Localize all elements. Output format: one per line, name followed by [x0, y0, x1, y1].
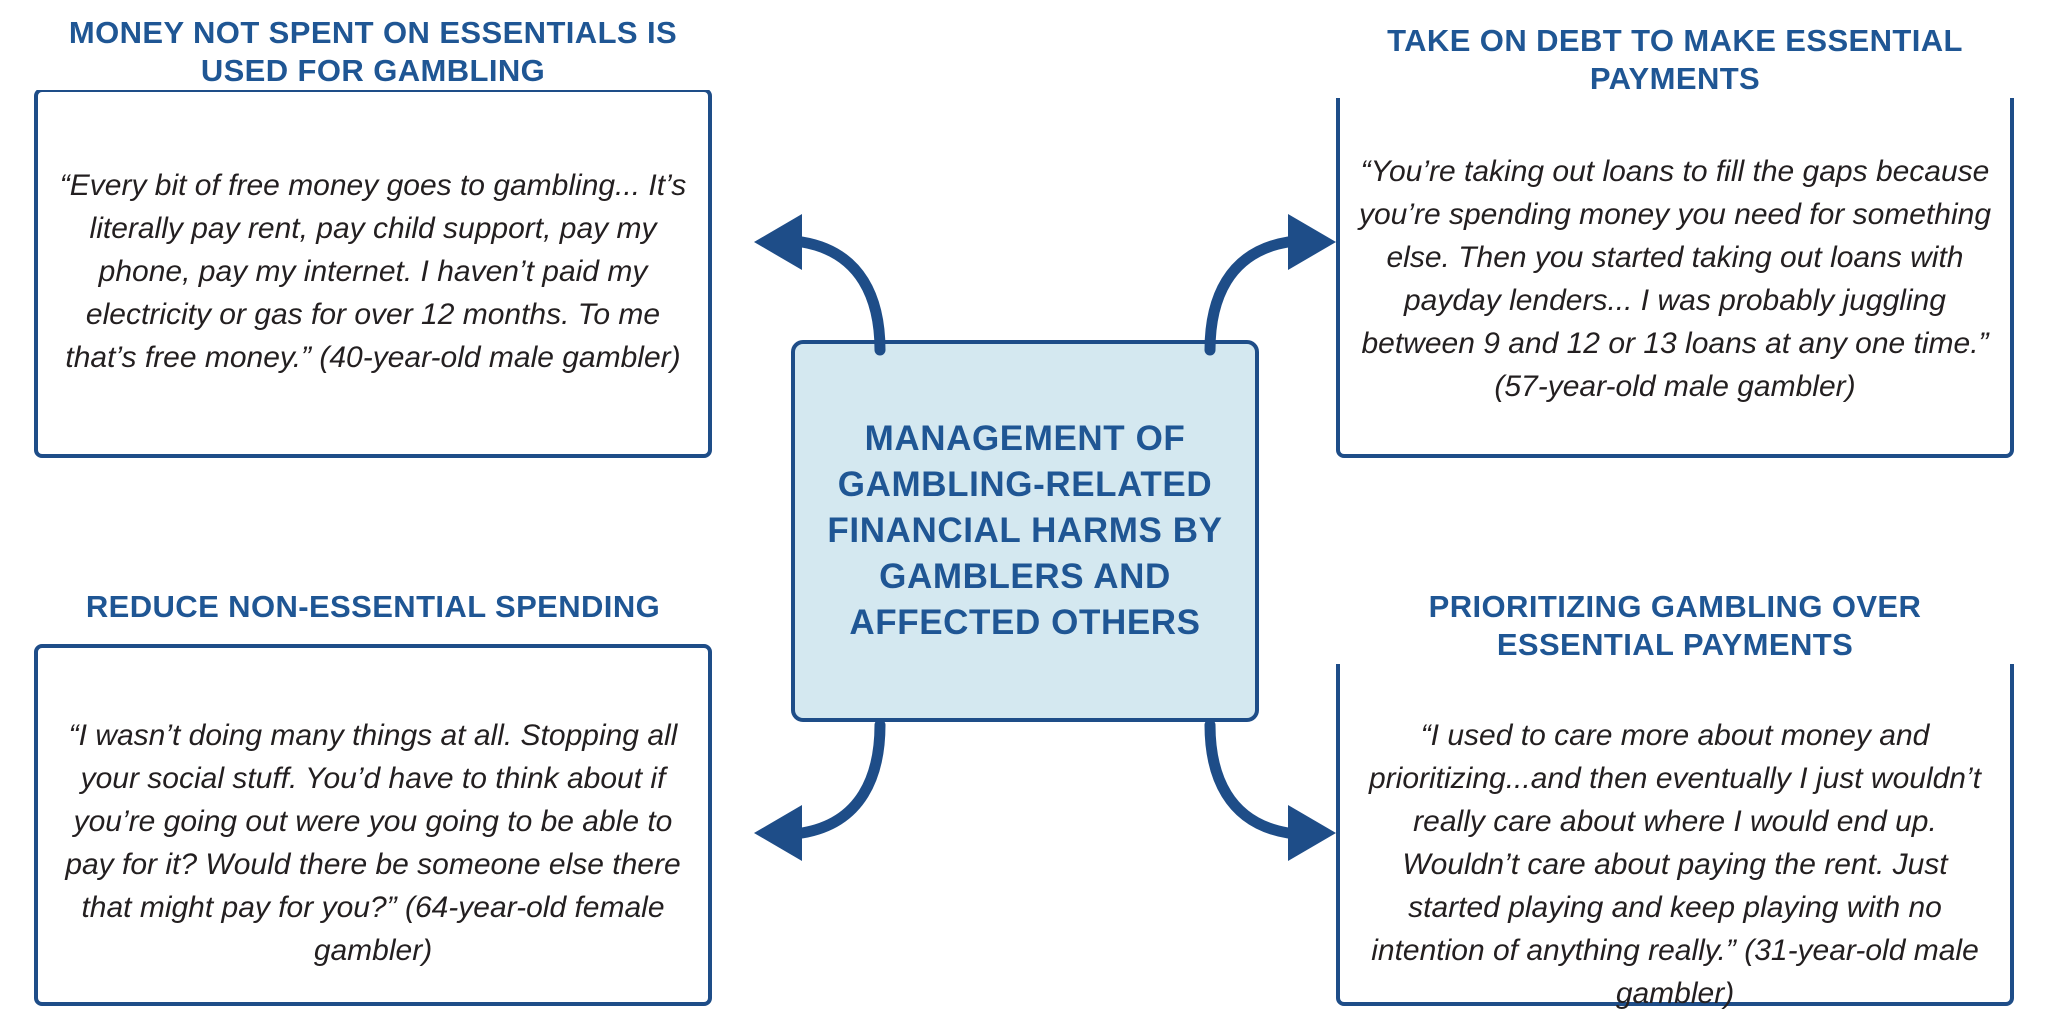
concept-box-bottom-left: REDUCE NON-ESSENTIAL SPENDING “I wasn’t …: [34, 588, 712, 1006]
concept-box-bottom-right: PRIORITIZING GAMBLING OVER ESSENTIAL PAY…: [1336, 588, 2014, 1010]
box-frame: [34, 88, 712, 458]
box-title-top-right: TAKE ON DEBT TO MAKE ESSENTIAL PAYMENTS: [1336, 22, 2014, 98]
box-quote-top-left: “Every bit of free money goes to gamblin…: [59, 169, 687, 374]
box-quote-top-right: “You’re taking out loans to fill the gap…: [1358, 155, 1992, 403]
center-box-label: MANAGEMENT OF GAMBLING-RELATED FINANCIAL…: [827, 419, 1223, 642]
box-frame: [34, 644, 712, 1006]
box-title-bottom-left: REDUCE NON-ESSENTIAL SPENDING: [34, 588, 712, 626]
curved-arrow-icon-bottom-right: [1204, 719, 1336, 861]
concept-box-top-left: MONEY NOT SPENT ON ESSENTIALS IS USED FO…: [34, 14, 712, 458]
box-title-top-left: MONEY NOT SPENT ON ESSENTIALS IS USED FO…: [34, 14, 712, 90]
box-title-bottom-right: PRIORITIZING GAMBLING OVER ESSENTIAL PAY…: [1336, 588, 2014, 664]
curved-arrow-icon-top-left: [754, 214, 886, 356]
box-quote-bottom-right: “I used to care more about money and pri…: [1368, 719, 1981, 1010]
concept-box-top-right: TAKE ON DEBT TO MAKE ESSENTIAL PAYMENTS …: [1336, 22, 2014, 458]
curved-arrow-icon-bottom-left: [754, 719, 886, 861]
curved-arrow-icon-top-right: [1204, 214, 1336, 356]
box-quote-bottom-left: “I wasn’t doing many things at all. Stop…: [65, 719, 681, 967]
center-concept-box: MANAGEMENT OF GAMBLING-RELATED FINANCIAL…: [791, 340, 1259, 722]
